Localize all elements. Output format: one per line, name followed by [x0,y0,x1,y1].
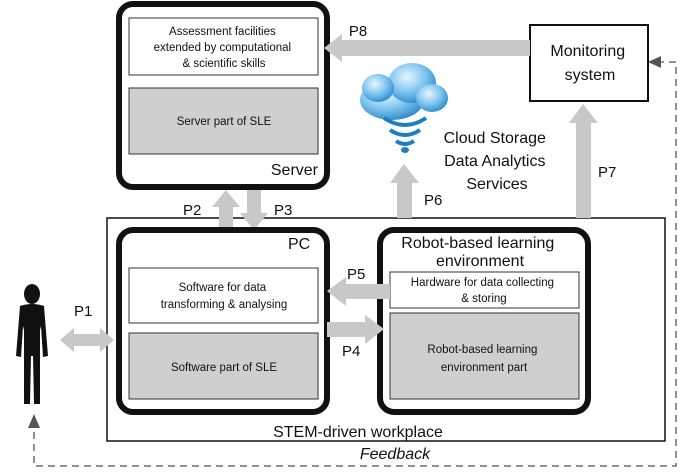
p1-label: P1 [74,303,92,320]
software-part-sle-text: Software part of SLE [171,362,277,374]
pc-label: PC [288,236,310,253]
p5-label: P5 [347,266,365,283]
robot-env-title: Robot-based learning environment [401,235,558,270]
stem-workplace-box [106,217,666,442]
p7-arrow-shaft [576,122,591,218]
software-box [128,267,319,324]
hardware-box [389,271,580,309]
p7-label: P7 [598,164,616,181]
assessment-facilities-box [128,17,319,76]
assessment-facilities-text: Assessment facilities extended by comput… [154,26,295,70]
software-text: Software for data transforming & analysi… [161,282,288,311]
p5-arrowhead [327,277,346,306]
robot-env-part-text: Robot-based learning environment part [427,344,540,374]
p6-label: P6 [424,192,442,209]
p8-arrow-shaft [340,40,530,56]
p3-arrow-shaft [247,190,261,214]
monitoring-system-box [529,24,649,102]
feedback-label: Feedback [360,446,431,463]
p6-arrow-shaft [397,182,412,218]
p1-arrowhead-left [60,328,74,352]
software-part-sle-box [128,332,319,400]
server-part-sle-box [128,87,319,155]
p6-arrowhead [390,164,419,183]
p2-arrowhead [212,190,240,207]
p1-arrow-shaft [72,334,102,346]
server-label: Server [271,162,319,179]
p2-label: P2 [183,202,201,219]
p3-arrowhead [240,213,268,230]
p3-label: P3 [274,202,292,219]
p4-arrow-shaft [327,322,367,337]
feedback-arrowhead-right [648,56,661,68]
robot-env-part-box [389,312,580,400]
p8-arrowhead [324,34,342,62]
cloud-services-text: Cloud Storage Data Analytics Services [444,130,551,193]
server-part-sle-text: Server part of SLE [177,116,272,128]
p1-arrowhead-right [100,328,114,352]
stem-workplace-label: STEM-driven workplace [273,424,443,441]
hardware-text: Hardware for data collecting & storing [411,277,557,305]
p4-arrowhead [365,315,384,344]
feedback-loop-line [33,61,677,467]
person-icon [16,284,48,404]
p5-arrow-shaft [344,284,390,299]
cloud-icon [360,63,448,153]
p2-arrow-shaft [219,206,233,230]
monitoring-system-text: Monitoring system [550,43,629,84]
p7-arrowhead [569,104,598,123]
feedback-arrowhead-up [28,414,40,428]
p8-label: P8 [349,23,367,40]
p4-label: P4 [342,343,360,360]
